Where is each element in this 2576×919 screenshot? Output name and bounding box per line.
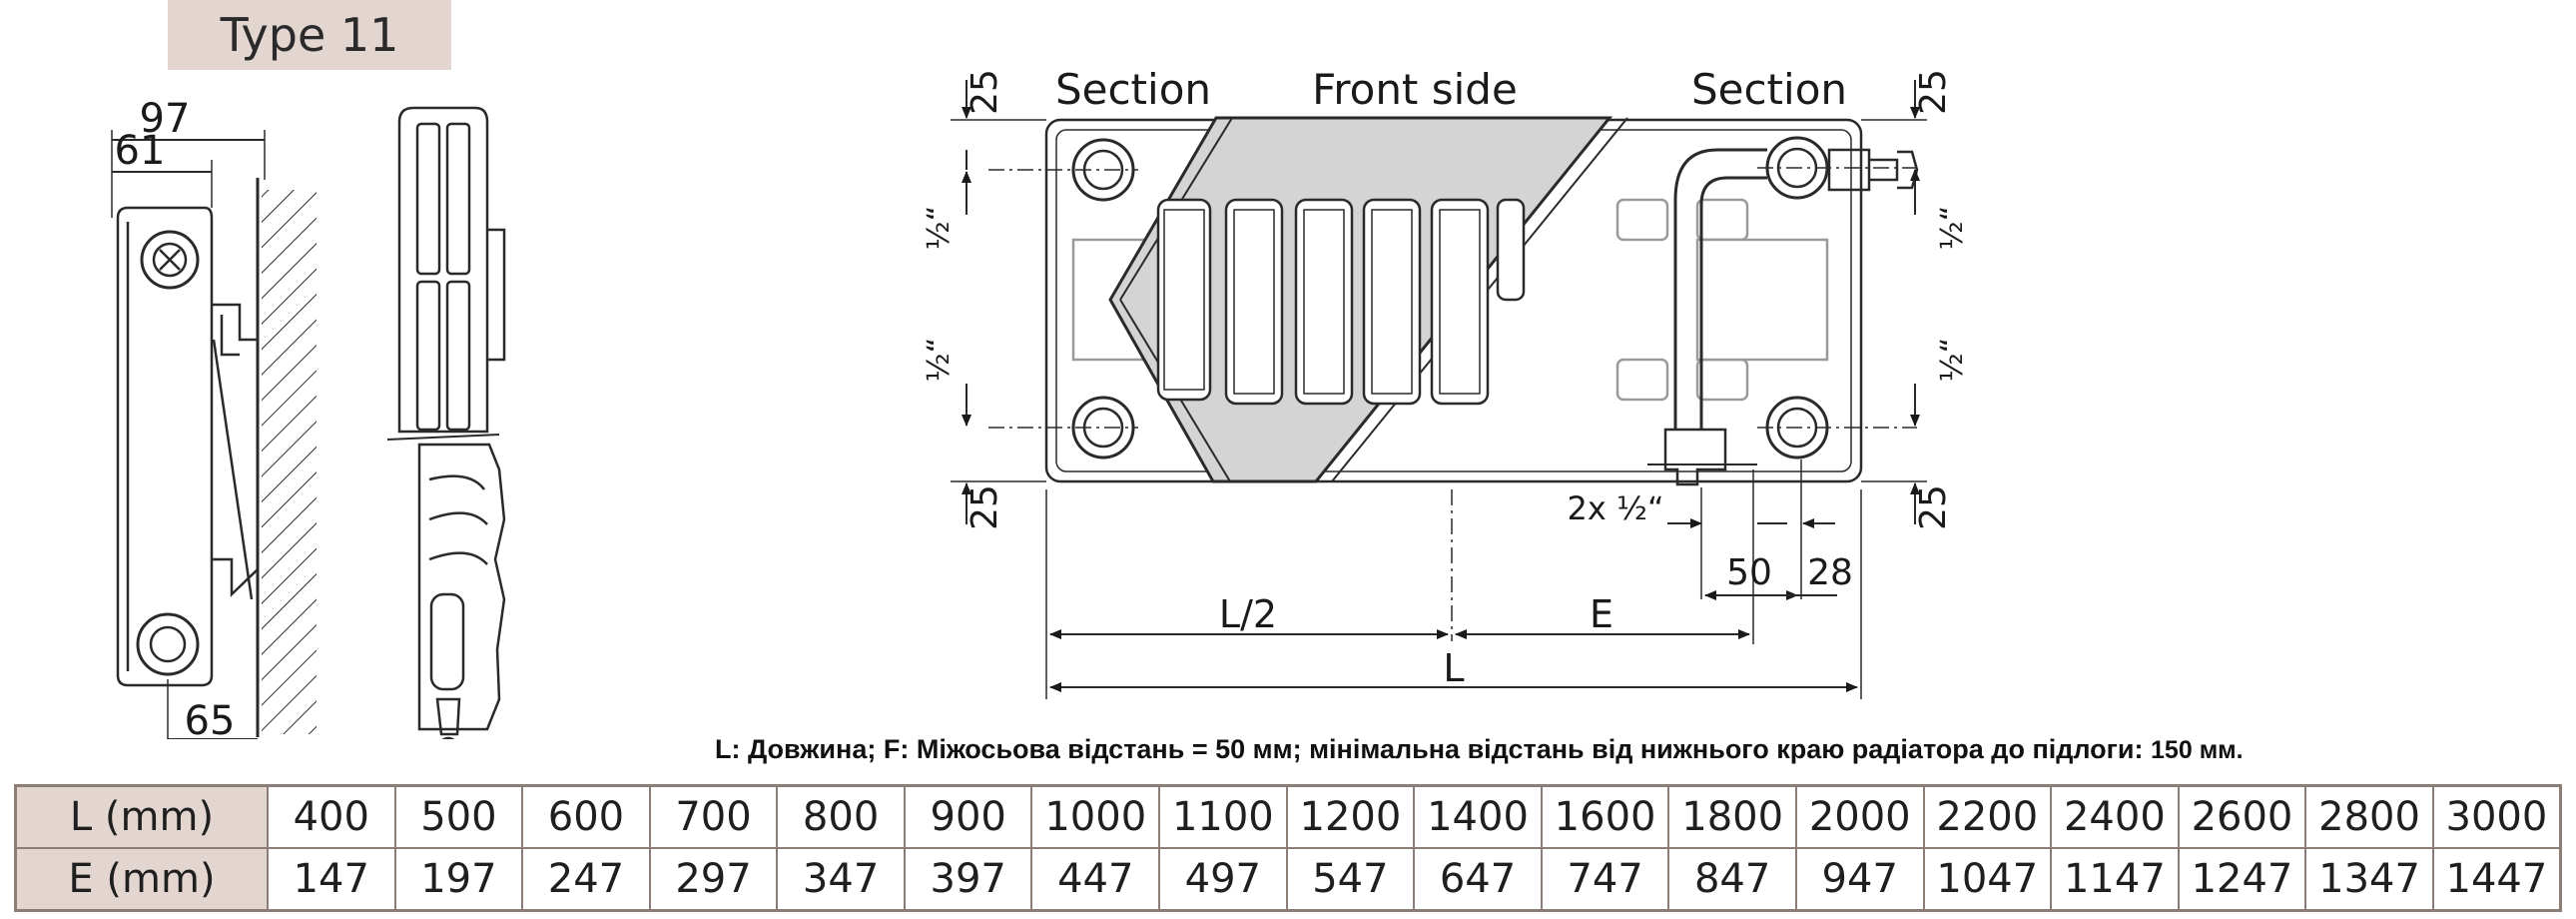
e-cell: 847 [1667, 847, 1797, 912]
length-cell: 2800 [2304, 784, 2434, 849]
thread-lower-right: ½“ [1935, 338, 1970, 383]
length-cell: 400 [267, 784, 396, 849]
radiator-drawing: 97 61 65 [111, 65, 1970, 739]
thermostat-valve-icon [1827, 148, 1899, 192]
length-cell: 1000 [1030, 784, 1161, 849]
e-cell: 247 [521, 847, 651, 912]
e-cell: 497 [1158, 847, 1288, 912]
dim-length: L [1443, 646, 1464, 690]
e-cell: 1347 [2304, 847, 2434, 912]
e-cell: 947 [1794, 847, 1925, 912]
e-cell: 297 [648, 847, 779, 912]
side-view [111, 130, 317, 739]
dim-half-length: L/2 [1219, 592, 1277, 636]
e-cell: 547 [1285, 847, 1416, 912]
label-section-left: Section [1055, 65, 1211, 114]
e-cell: 747 [1540, 847, 1670, 912]
table-row-e: E (mm) 147 197 247 297 347 397 447 497 5… [14, 847, 2562, 912]
length-cell: 1100 [1158, 784, 1288, 849]
top-valve-icon [140, 230, 200, 290]
header-length: L (mm) [14, 784, 269, 849]
e-cell: 197 [393, 847, 524, 912]
e-cell: 347 [776, 847, 906, 912]
profile-convector [417, 443, 506, 731]
length-cell: 800 [776, 784, 906, 849]
length-cell: 2000 [1794, 784, 1925, 849]
length-cell: 1200 [1285, 784, 1416, 849]
dim-top-left: 25 [965, 69, 1005, 115]
e-cell: 647 [1413, 847, 1543, 912]
e-cell: 1147 [2050, 847, 2180, 912]
dim-e: E [1590, 592, 1613, 636]
profile-view [386, 106, 506, 739]
profile-outline [397, 106, 489, 434]
type-badge: Type 11 [168, 0, 451, 70]
length-cell: 600 [521, 784, 651, 849]
dim-top-right: 25 [1913, 69, 1954, 115]
table-row-length: L (mm) 400 500 600 700 800 900 1000 1100… [14, 784, 2562, 849]
wall-hatch [262, 190, 317, 734]
spec-note-main: L: Довжина; F: Міжосьова відстань = 50 м… [715, 734, 2144, 764]
thread-upper-right: ½“ [1935, 206, 1970, 251]
panel-body [116, 206, 214, 687]
spec-note-tail: 150 мм. [2151, 736, 2244, 764]
length-cell: 1600 [1540, 784, 1670, 849]
e-cell: 1447 [2431, 847, 2562, 912]
length-cell: 2400 [2050, 784, 2180, 849]
riser-pipe [1673, 148, 1767, 430]
length-cell: 700 [648, 784, 779, 849]
dim-thread-pair: 2x ½“ [1567, 489, 1663, 527]
front-view [951, 80, 1927, 699]
e-cell: 147 [267, 847, 396, 912]
length-cell: 1800 [1667, 784, 1797, 849]
spec-note: L: Довжина; F: Міжосьова відстань = 50 м… [715, 734, 2552, 765]
length-cell: 2200 [1922, 784, 2053, 849]
dim-depth-body: 61 [115, 128, 166, 174]
e-cell: 447 [1030, 847, 1161, 912]
length-cell: 1400 [1413, 784, 1543, 849]
thread-lower-left: ½“ [922, 338, 957, 383]
front-fins [1156, 198, 1526, 406]
dim-spacing: 50 [1726, 552, 1772, 593]
wall-bracket-bottom [212, 557, 259, 597]
length-cell: 500 [393, 784, 524, 849]
dim-bottom-left: 25 [965, 484, 1005, 530]
dim-bottom-right: 25 [1913, 484, 1954, 530]
wall-bracket-top [212, 303, 258, 357]
label-front-side: Front side [1312, 65, 1518, 114]
dimension-table: L (mm) 400 500 600 700 800 900 1000 1100… [14, 784, 2562, 912]
dim-bottom-offset: 65 [185, 698, 236, 739]
label-section-right: Section [1691, 65, 1847, 114]
length-cell: 900 [903, 784, 1033, 849]
length-cell: 3000 [2431, 784, 2562, 849]
thread-upper-left: ½“ [922, 206, 957, 251]
e-cell: 1047 [1922, 847, 2053, 912]
bottom-connector-icon [1663, 428, 1727, 486]
dim-edge: 28 [1807, 552, 1853, 593]
e-cell: 397 [903, 847, 1033, 912]
e-cell: 1247 [2177, 847, 2307, 912]
dim-depth-total: 97 [140, 96, 191, 142]
length-cell: 2600 [2177, 784, 2307, 849]
header-e: E (mm) [14, 847, 269, 912]
type-label: Type 11 [220, 8, 399, 62]
bottom-valve-icon [136, 612, 200, 676]
